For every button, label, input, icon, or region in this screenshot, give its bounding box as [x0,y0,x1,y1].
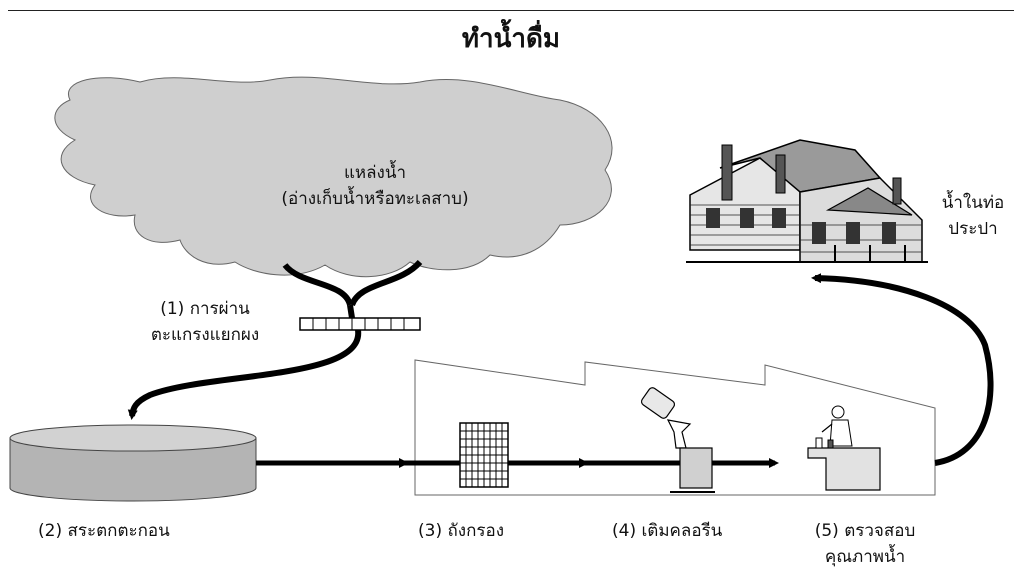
filter-tank-icon [459,422,509,488]
house-icon [686,139,928,263]
water-source-label: แหล่งน้ำ (อ่างเก็บน้ำหรือทะเลสาบ) [255,160,495,212]
top-rule [8,10,1014,11]
step-5-line1: (5) ตรวจสอบ [814,521,916,541]
destination-line1: น้ำในท่อ [941,193,1005,213]
flow-arrow-cloud-right [349,259,423,307]
step-1-label: (1) การผ่าน ตะแกรงแยกผง [130,296,280,348]
flow-arrow-to-tank [127,329,362,420]
step-4-label: (4) เติมคลอรีน [612,521,723,541]
destination-label: น้ำในท่อ ประปา [928,190,1018,242]
flow-arrow-to-house [811,273,994,466]
step-5-line2: คุณภาพน้ำ [824,547,906,567]
flow-arrow-screen-in [347,304,355,319]
water-source-line1: แหล่งน้ำ [343,163,407,183]
flow-arrow-cloud-left [282,262,353,307]
water-source-line2: (อ่างเก็บน้ำหรือทะเลสาบ) [281,189,469,209]
lab-test-icon [807,405,881,491]
step-1-line2: ตะแกรงแยกผง [150,325,260,345]
step-2-label: (2) สระตกตะกอน [38,521,170,541]
chlorine-bottle-icon [640,387,715,493]
step-1-line1: (1) การผ่าน [160,299,250,319]
destination-line2: ประปา [948,219,998,239]
settling-tank-icon [9,424,257,502]
step-3-label: (3) ถังกรอง [418,521,505,541]
water-source-cloud [54,76,613,278]
step-5-label: (5) ตรวจสอบ คุณภาพน้ำ [790,518,940,570]
diagram-title: ทำน้ำดื่ม [461,24,561,54]
screen-grid-icon [299,317,421,331]
